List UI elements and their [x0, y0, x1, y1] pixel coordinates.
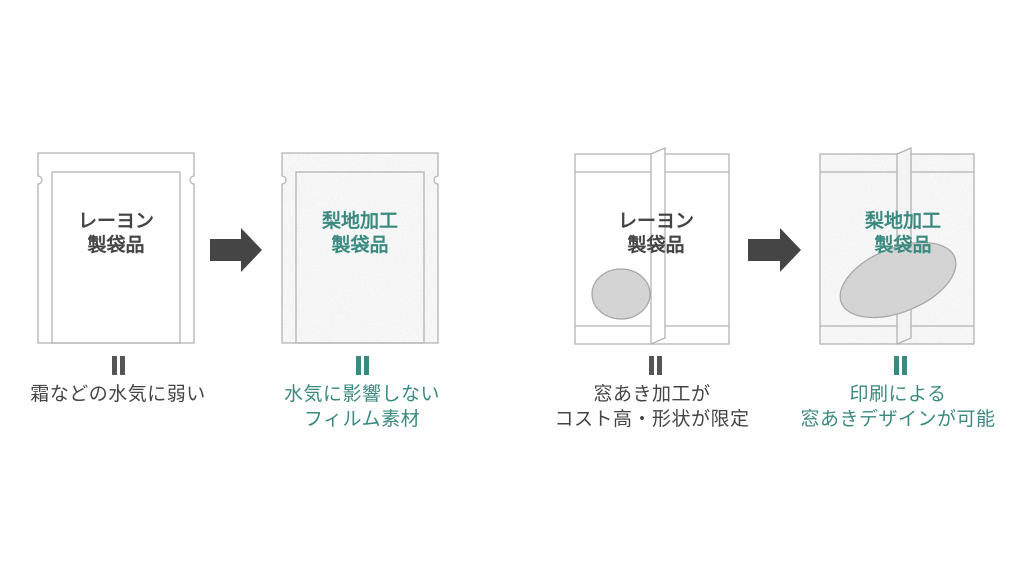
panel-3-pouch: [574, 147, 730, 345]
pouch-1-label: レーヨン 製袋品: [66, 209, 166, 257]
caption-line: 水気に影響しない: [283, 383, 440, 405]
caption-line: 霜などの水気に弱い: [30, 383, 206, 405]
caption-4: 印刷による 窓あきデザインが可能: [776, 382, 1020, 432]
printed-window: [839, 241, 957, 319]
label-line: 梨地加工: [864, 210, 941, 232]
caption-line: コスト高・形状が限定: [554, 408, 750, 430]
pouch-4-label: 梨地加工 製袋品: [853, 209, 953, 257]
label-line: 製袋品: [331, 234, 389, 256]
label-line: 製袋品: [87, 234, 145, 256]
right-arrow-icon: [210, 228, 262, 272]
pouch-2-label: 梨地加工 製袋品: [310, 209, 410, 257]
pouch-3-label: レーヨン 製袋品: [606, 209, 706, 257]
caption-2: 水気に影響しない フィルム素材: [252, 382, 472, 432]
caption-1: 霜などの水気に弱い: [8, 382, 228, 407]
panel-2-pouch: [281, 152, 439, 344]
caption-line: 窓あき加工が: [593, 383, 711, 405]
window-cutout: [591, 268, 651, 320]
panel-4-pouch: [819, 147, 975, 345]
label-line: 梨地加工: [321, 210, 398, 232]
caption-line: フィルム素材: [303, 408, 421, 430]
label-line: 製袋品: [627, 234, 685, 256]
equals-icon: [894, 356, 907, 375]
equals-icon: [649, 356, 662, 375]
label-line: 製袋品: [874, 234, 932, 256]
equals-icon: [356, 356, 369, 375]
caption-line: 印刷による: [849, 383, 947, 405]
panel-1-pouch: [37, 152, 195, 344]
equals-icon: [112, 356, 125, 375]
right-arrow-icon: [748, 228, 801, 272]
label-line: レーヨン: [617, 210, 694, 232]
caption-line: 窓あきデザインが可能: [800, 408, 996, 430]
label-line: レーヨン: [77, 210, 154, 232]
caption-3: 窓あき加工が コスト高・形状が限定: [530, 382, 774, 432]
